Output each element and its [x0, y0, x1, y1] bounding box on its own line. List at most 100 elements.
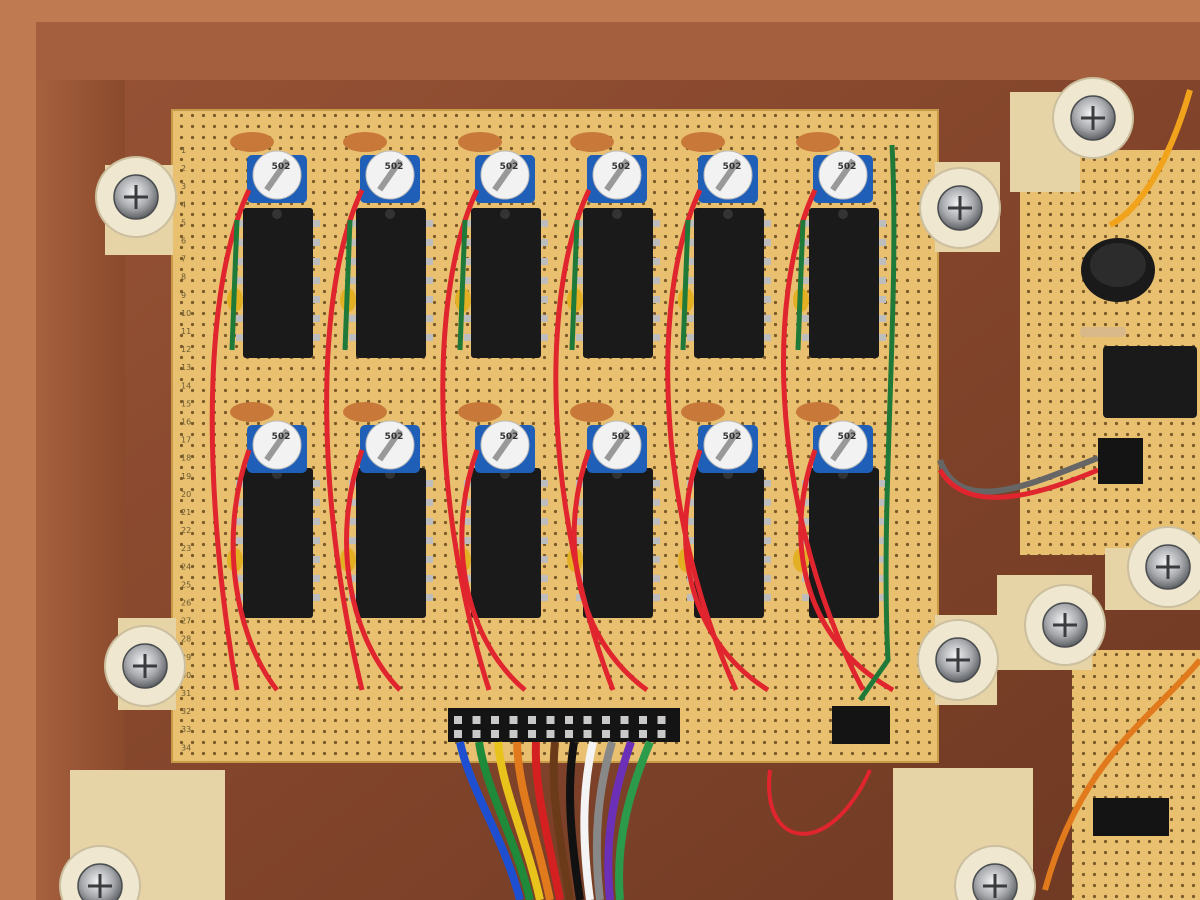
row-number: 29	[181, 653, 191, 662]
ic-pin	[313, 239, 320, 246]
ic-pin	[426, 556, 433, 563]
ic-pin	[687, 594, 694, 601]
row-number: 21	[181, 508, 191, 517]
ic-pin	[313, 296, 320, 303]
ic-chip	[471, 208, 541, 358]
ic-pin	[653, 556, 660, 563]
row-number: 16	[181, 418, 191, 427]
ic-pin	[653, 315, 660, 322]
ic-pin	[541, 258, 548, 265]
ic-pin	[653, 277, 660, 284]
row-number: 15	[181, 399, 191, 408]
ic-pin	[764, 277, 771, 284]
trimmer-marking: 502	[838, 432, 857, 442]
ic-pin	[464, 537, 471, 544]
ic-pin	[879, 239, 886, 246]
ic-chip	[809, 468, 879, 618]
ic-pin	[313, 594, 320, 601]
ribbon-strand	[494, 741, 544, 900]
ic-notch	[723, 209, 733, 219]
ic-pin	[879, 334, 886, 341]
header-pin	[472, 730, 481, 738]
row-number: 28	[181, 635, 191, 644]
ic-pin	[349, 499, 356, 506]
row-number: 27	[181, 617, 191, 626]
ic-pin	[464, 518, 471, 525]
green-wire	[569, 219, 580, 351]
ic-pin	[687, 315, 694, 322]
ic-chip	[356, 208, 426, 358]
trimmer-marking: 502	[500, 162, 519, 172]
ic-pin	[313, 480, 320, 487]
ic-pin	[541, 334, 548, 341]
ceramic-capacitor	[230, 132, 274, 152]
trimmer-slot	[492, 428, 518, 462]
header-pin	[583, 730, 592, 738]
ceramic-capacitor	[796, 132, 840, 152]
row-number: 20	[181, 490, 191, 499]
ic-pin	[576, 334, 583, 341]
ic-pin	[541, 277, 548, 284]
trimmer-slot	[604, 158, 630, 192]
trimmer-marking: 502	[612, 162, 631, 172]
red-wire	[683, 449, 770, 693]
ic-pin	[802, 277, 809, 284]
ceramic-capacitor	[570, 402, 614, 422]
ribbon-strand	[604, 740, 635, 900]
ribbon-strand	[549, 741, 574, 900]
trimmer-marking: 502	[612, 432, 631, 442]
ic-pin	[764, 220, 771, 227]
row-number: 30	[181, 671, 191, 680]
trimmer-marking: 502	[272, 432, 291, 442]
ic-pin	[879, 258, 886, 265]
header-pin	[657, 716, 666, 724]
ceramic-capacitor	[796, 402, 840, 422]
ic-pin	[687, 499, 694, 506]
ic-pin	[236, 258, 243, 265]
ic-pin	[236, 277, 243, 284]
trimmer-marking: 502	[385, 432, 404, 442]
header-pin	[620, 730, 629, 738]
ic-pin	[236, 575, 243, 582]
ic-pin	[313, 518, 320, 525]
header-pin	[509, 716, 518, 724]
ceramic-capacitor	[458, 402, 502, 422]
ic-pin	[879, 296, 886, 303]
ic-pin	[426, 258, 433, 265]
row-number: 18	[181, 454, 191, 463]
ribbon-cable	[456, 740, 654, 900]
ic-pin	[426, 594, 433, 601]
row-number: 5	[181, 218, 186, 227]
ribbon-strand	[615, 740, 654, 900]
ic-chip	[243, 468, 313, 618]
ic-pin	[349, 518, 356, 525]
header-pin	[565, 716, 573, 724]
row-number: 17	[181, 436, 191, 445]
grey-wire	[937, 455, 1100, 495]
ic-notch	[385, 209, 395, 219]
red-wire	[767, 769, 872, 836]
ic-pin	[653, 334, 660, 341]
ic-pin	[236, 315, 243, 322]
ic-pin	[764, 499, 771, 506]
ic-pin	[313, 556, 320, 563]
trimmer-marking: 502	[838, 162, 857, 172]
ic-pin	[879, 537, 886, 544]
ic-pin	[236, 518, 243, 525]
red-wire	[798, 449, 895, 693]
ic-pin	[879, 556, 886, 563]
ic-pin	[313, 499, 320, 506]
ribbon-strand	[592, 740, 616, 900]
ic-pin	[426, 575, 433, 582]
ic-pin	[464, 239, 471, 246]
header-pin	[491, 716, 499, 724]
ic-pin	[653, 594, 660, 601]
ic-pin	[236, 537, 243, 544]
ic-pin	[426, 499, 433, 506]
ic-pin	[426, 334, 433, 341]
ic-pin	[764, 296, 771, 303]
ic-pin	[464, 277, 471, 284]
ic-pin	[464, 258, 471, 265]
row-number: 8	[181, 273, 186, 282]
